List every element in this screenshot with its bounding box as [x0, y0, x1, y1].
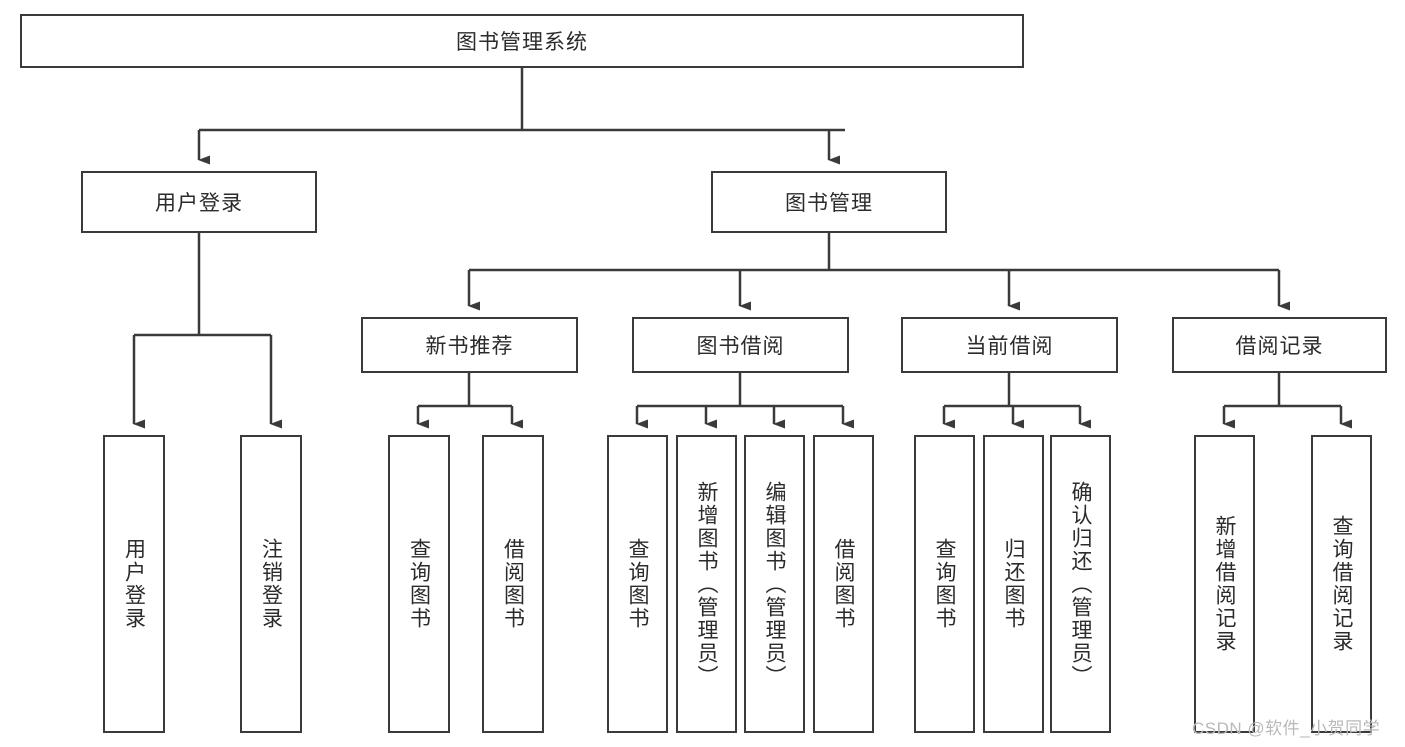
node-label: 当前借阅: [965, 335, 1054, 358]
connector-userlogin-to-leaves: [132, 233, 282, 429]
connector-currentborrow-to-leaves: [942, 373, 1091, 429]
node-leaf-borrow-book-1[interactable]: 借阅图书: [482, 435, 544, 733]
node-leaf-logout[interactable]: 注销登录: [240, 435, 302, 733]
node-label: 新增图书（管理员）: [695, 480, 718, 688]
node-label: 查询图书: [626, 538, 649, 630]
connector-bookborrow-to-leaves: [635, 373, 854, 429]
node-label: 新书推荐: [425, 335, 514, 358]
node-leaf-query-borrow-record[interactable]: 查询借阅记录: [1311, 435, 1372, 733]
node-leaf-add-borrow-record[interactable]: 新增借阅记录: [1194, 435, 1255, 733]
node-label: 查询借阅记录: [1330, 515, 1353, 653]
node-book-borrow[interactable]: 图书借阅: [632, 317, 849, 373]
node-label: 编辑图书（管理员）: [763, 480, 786, 688]
node-label: 用户登录: [122, 538, 146, 630]
node-label: 查询图书: [407, 538, 431, 630]
node-leaf-return-book[interactable]: 归还图书: [983, 435, 1044, 733]
connector-root-to-level2: [197, 68, 845, 165]
node-new-book-recommend[interactable]: 新书推荐: [361, 317, 578, 373]
node-label: 借阅图书: [832, 538, 855, 630]
connector-borrowrecord-to-leaves: [1222, 373, 1352, 429]
node-label: 注销登录: [259, 538, 283, 630]
node-current-borrow[interactable]: 当前借阅: [901, 317, 1118, 373]
node-leaf-query-book-2[interactable]: 查询图书: [607, 435, 668, 733]
connector-bookmgmt-to-level3: [467, 233, 1290, 311]
node-label: 确认归还（管理员）: [1069, 480, 1092, 688]
node-leaf-query-book-3[interactable]: 查询图书: [914, 435, 975, 733]
node-leaf-add-book[interactable]: 新增图书（管理员）: [676, 435, 737, 733]
node-label: 新增借阅记录: [1213, 515, 1236, 653]
node-label: 图书管理系统: [456, 31, 588, 54]
node-leaf-user-login[interactable]: 用户登录: [103, 435, 165, 733]
node-root-system[interactable]: 图书管理系统: [20, 14, 1024, 68]
node-leaf-confirm-return[interactable]: 确认归还（管理员）: [1050, 435, 1111, 733]
node-leaf-edit-book[interactable]: 编辑图书（管理员）: [744, 435, 805, 733]
node-label: 借阅记录: [1235, 335, 1324, 358]
connector-newbook-to-leaves: [416, 373, 523, 429]
node-leaf-borrow-book-2[interactable]: 借阅图书: [813, 435, 874, 733]
node-label: 归还图书: [1002, 538, 1025, 630]
node-borrow-record[interactable]: 借阅记录: [1172, 317, 1387, 373]
node-label: 图书借阅: [696, 335, 785, 358]
node-user-login[interactable]: 用户登录: [81, 171, 317, 233]
node-label: 借阅图书: [501, 538, 525, 630]
node-label: 用户登录: [155, 192, 243, 215]
node-label: 图书管理: [785, 192, 873, 215]
node-label: 查询图书: [933, 538, 956, 630]
node-leaf-query-book-1[interactable]: 查询图书: [388, 435, 450, 733]
node-book-management[interactable]: 图书管理: [711, 171, 947, 233]
